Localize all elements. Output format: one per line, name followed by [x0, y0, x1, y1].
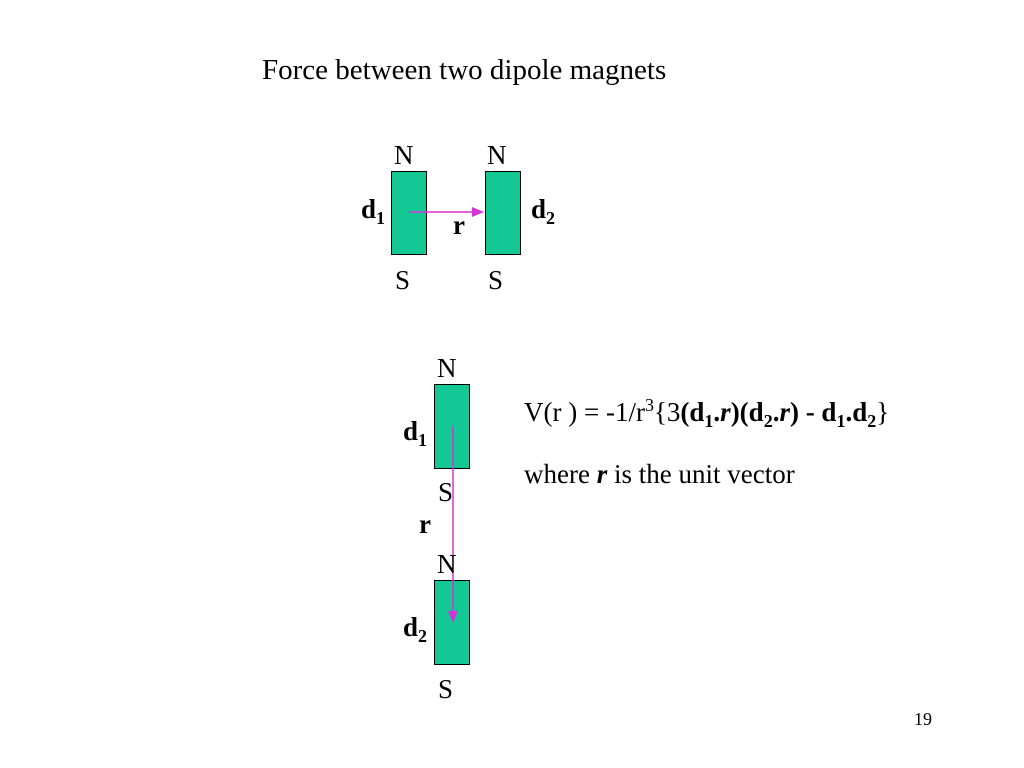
dipole-symbol: d: [403, 416, 419, 446]
bottom-vector-arrow: [448, 426, 458, 623]
top-dipole-1-label: d1: [361, 194, 385, 228]
bottom-dipole-1-label: d1: [403, 416, 427, 450]
note-vector: r: [596, 459, 608, 489]
formula-dot-term: (d1.r)(d2.r) - d1.d2: [680, 397, 876, 430]
formula-part: ) - d: [789, 397, 837, 427]
page-number: 19: [914, 709, 932, 729]
bottom-magnet-1: [434, 384, 470, 469]
top-dipole-2-label: d2: [531, 194, 555, 228]
note-suffix: is the unit vector: [607, 459, 795, 489]
bottom-dipole-2-label: d2: [403, 612, 427, 646]
slide-title: Force between two dipole magnets: [262, 54, 667, 86]
formula-subscript: 2: [763, 411, 773, 431]
bottom-magnet-2-south-label: S: [438, 674, 454, 704]
formula-unit-vector: r: [720, 397, 731, 427]
formula-part: .d: [845, 397, 868, 427]
dipole-subscript: 2: [418, 626, 428, 646]
bottom-magnet-1-north-label: N: [437, 353, 457, 383]
formula-unit-vector: r: [779, 397, 790, 427]
top-magnet-2-north-label: N: [487, 140, 507, 170]
dipole-subscript: 2: [546, 208, 556, 228]
top-magnet-1: [391, 171, 427, 255]
formula-lhs: V(r ) = -1/r: [524, 397, 645, 427]
top-magnet-2: [485, 171, 521, 255]
formula-open: {3: [653, 397, 681, 427]
bottom-magnet-2-north-label: N: [437, 549, 457, 579]
dipole-symbol: d: [531, 194, 547, 224]
top-magnet-1-south-label: S: [395, 265, 411, 295]
formula-close: }: [876, 397, 890, 427]
unit-vector-note: where r is the unit vector: [524, 458, 795, 490]
formula-part: .: [713, 397, 721, 427]
note-prefix: where: [524, 459, 597, 489]
top-magnet-2-south-label: S: [488, 265, 504, 295]
dipole-symbol: d: [361, 194, 377, 224]
potential-formula: V(r ) = -1/r3{3(d1.r)(d2.r) - d1.d2}: [524, 395, 890, 430]
formula-subscript: 1: [704, 411, 714, 431]
formula-exponent: 3: [644, 395, 654, 415]
formula-subscript: 2: [867, 411, 877, 431]
dipole-symbol: d: [403, 612, 419, 642]
formula-subscript: 1: [836, 411, 846, 431]
dipole-subscript: 1: [418, 430, 428, 450]
formula-part: .: [772, 397, 780, 427]
bottom-vector-label: r: [419, 509, 431, 539]
formula-part: (d: [680, 397, 705, 427]
formula-part: )(d: [730, 397, 764, 427]
bottom-magnet-2: [434, 580, 470, 665]
dipole-subscript: 1: [376, 208, 386, 228]
top-magnet-1-north-label: N: [394, 140, 414, 170]
top-vector-arrow: [409, 207, 484, 217]
bottom-magnet-1-south-label: S: [438, 477, 454, 507]
top-vector-label: r: [453, 210, 465, 240]
